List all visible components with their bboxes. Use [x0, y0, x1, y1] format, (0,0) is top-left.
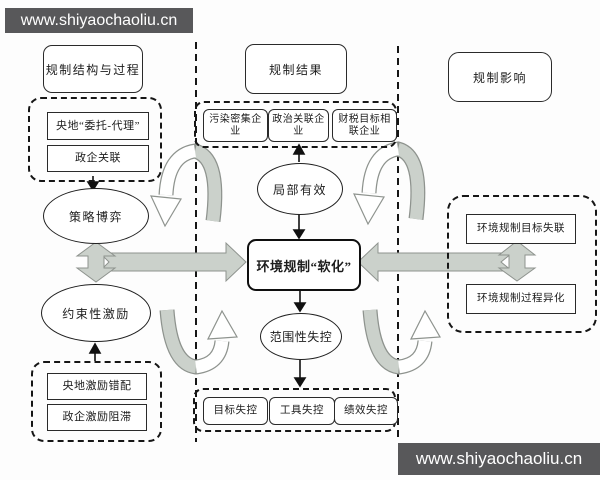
arrowhead-down-icon — [292, 229, 306, 240]
block-arrow-right-to-center-icon — [357, 241, 514, 283]
arrowhead-down-icon — [293, 302, 307, 313]
ellipse-partially-effective: 局部有效 — [257, 163, 343, 215]
center-box-regulation-softening: 环境规制“软化” — [247, 239, 361, 291]
box-gov-enterprise-link: 政企关联 — [47, 145, 149, 172]
box-tool-loss: 工具失控 — [269, 397, 335, 425]
box-incentive-mismatch: 央地激励错配 — [47, 373, 147, 400]
box-fiscal-target-firms: 财税目标相联企业 — [332, 109, 397, 142]
box-process-alienation: 环境规制过程异化 — [466, 284, 576, 314]
watermark-bottom: www.shiyaochaoliu.cn — [398, 443, 600, 475]
group-result-bottom: 目标失控 工具失控 绩效失控 — [193, 388, 398, 432]
cycle-arrow-bottom-right-icon — [362, 309, 441, 375]
ellipse-constraint-incentive: 约束性激励 — [41, 284, 151, 342]
cycle-arrow-top-left-icon — [150, 143, 223, 228]
watermark-top: www.shiyaochaoliu.cn — [5, 8, 193, 33]
block-arrow-left-to-center-icon — [98, 241, 247, 283]
box-performance-loss: 绩效失控 — [334, 397, 398, 425]
ellipse-scope-loss-of-control: 范围性失控 — [260, 313, 342, 360]
box-pollution-intensive-firms: 污染密集企业 — [203, 109, 268, 142]
box-incentive-block: 政企激励阻滞 — [47, 404, 147, 431]
cycle-arrow-bottom-left-icon — [159, 309, 238, 375]
arrowhead-up-icon — [88, 342, 102, 354]
box-goal-loss: 目标失控 — [203, 397, 268, 425]
double-arrow-left-icon — [75, 241, 117, 283]
box-goal-disconnection: 环境规制目标失联 — [466, 214, 576, 244]
ellipse-strategy-game: 策略博弈 — [43, 188, 149, 244]
double-arrow-right-icon — [497, 240, 537, 282]
box-politically-connected-firms: 政治关联企业 — [268, 109, 329, 142]
group-structure-bottom: 央地激励错配 政企激励阻滞 — [31, 361, 162, 442]
arrowhead-down-icon — [86, 181, 100, 192]
group-impact: 环境规制目标失联 环境规制过程异化 — [447, 195, 597, 333]
group-result-top: 污染密集企业 政治关联企业 财税目标相联企业 — [194, 101, 397, 148]
arrowhead-down-icon — [293, 377, 307, 388]
header-structure-process: 规制结构与过程 — [43, 45, 143, 93]
arrowhead-up-icon — [292, 143, 306, 155]
header-regulation-impact: 规制影响 — [448, 52, 552, 102]
box-principal-agent: 央地“委托-代理” — [47, 112, 149, 140]
group-structure-top: 央地“委托-代理” 政企关联 — [28, 97, 162, 182]
cycle-arrow-top-right-icon — [353, 141, 426, 226]
header-regulation-result: 规制结果 — [245, 44, 347, 94]
